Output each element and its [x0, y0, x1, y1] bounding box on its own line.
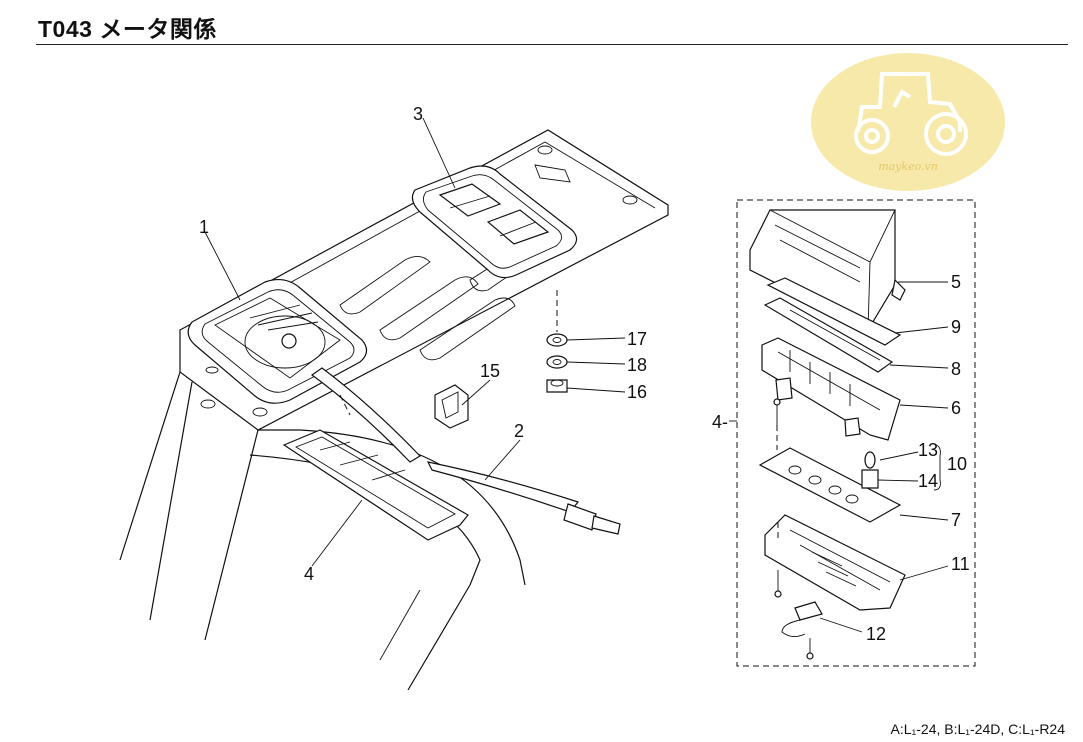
callout-12: 12 [866, 624, 886, 644]
callout-9: 9 [951, 317, 961, 337]
callout-11: 11 [951, 554, 970, 574]
maykeo-watermark-logo: maykeo.vn [811, 53, 1005, 191]
callout-14: 14 [918, 471, 938, 491]
model-applicability-note: A:L₁-24, B:L₁-24D, C:L₁-R24 [890, 721, 1065, 737]
callout-17: 17 [627, 329, 647, 349]
meter-assembly [736, 199, 976, 667]
callout-15: 15 [480, 361, 500, 381]
left-leader-lines [204, 117, 626, 567]
callout-labels: 1 3 2 4 15 17 18 16 5 9 8 6 13 14 10 7 1… [199, 104, 970, 644]
page-title: T043 メータ関係 [38, 16, 217, 42]
callout-3: 3 [413, 104, 423, 124]
callout-4: 4 [304, 564, 314, 584]
callout-7: 7 [951, 510, 961, 530]
watermark-text: maykeo.vn [878, 160, 938, 173]
callout-6: 6 [951, 398, 961, 418]
callout-1: 1 [199, 217, 209, 237]
callout-4-assembly: 4- [712, 412, 728, 432]
callout-18: 18 [627, 355, 647, 375]
title-underline [36, 44, 1068, 45]
callout-16: 16 [627, 382, 647, 402]
right-leader-lines [729, 281, 949, 633]
callout-10: 10 [947, 454, 967, 474]
callout-13: 13 [918, 440, 938, 460]
callout-8: 8 [951, 359, 961, 379]
callout-2: 2 [514, 421, 524, 441]
callout-5: 5 [951, 272, 961, 292]
dashboard-panel [119, 129, 669, 691]
